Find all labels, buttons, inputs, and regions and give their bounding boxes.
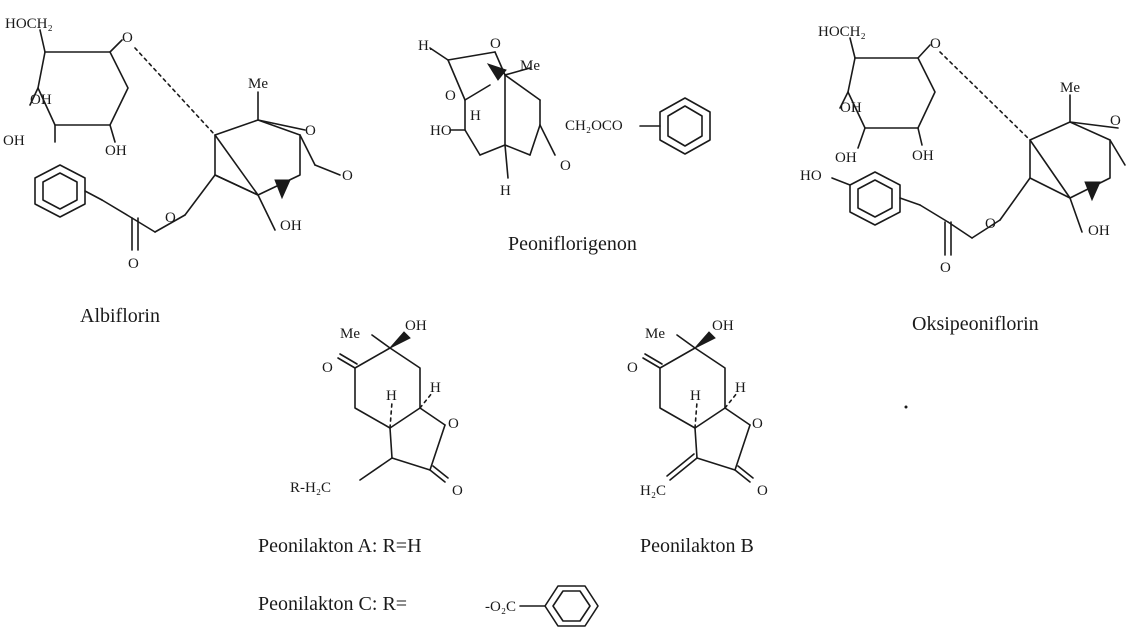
- albiflorin-oh-4: OH: [280, 218, 302, 234]
- peonilakton-a-oh: OH: [405, 318, 427, 334]
- peonilakton-b-ketone-o: O: [627, 360, 638, 376]
- oksipeoniflorin-structure: HOCH₂ O OH OH OH Me HO OH O O O: [800, 24, 1126, 276]
- peonilakton-b-ring-o: O: [752, 416, 763, 432]
- peoniflorigenon-structure: H. O Me O H HO CH₂OCO O H: [418, 36, 711, 199]
- peonilakton-b-h-1: H: [690, 388, 701, 404]
- albiflorin-ring-o: O: [122, 30, 133, 46]
- oksipeoniflorin-hoch2: HOCH₂: [818, 24, 866, 40]
- peonilakton-a-h-1: H: [386, 388, 397, 404]
- albiflorin-me: Me: [248, 76, 268, 92]
- peoniflorigenon-o-left: O: [445, 88, 456, 104]
- peonilakton-b-me: Me: [645, 326, 665, 342]
- oksipeoniflorin-oh-3: OH: [912, 148, 934, 164]
- caption-peonilakton-c: Peonilakton C: R=: [258, 593, 408, 615]
- peoniflorigenon-ch2oco: CH₂OCO: [565, 118, 623, 134]
- oksipeoniflorin-oh-2: OH: [835, 150, 857, 166]
- peonilakton-b-h2c: H₂C: [640, 483, 666, 499]
- peonilakton-a-structure: Me OH O H H O O R-H₂C: [290, 318, 463, 499]
- albiflorin-lactone-o: O: [305, 123, 316, 139]
- peoniflorigenon-o-top: O: [490, 36, 501, 52]
- caption-peonilakton-a: Peonilakton A: R=H: [258, 535, 422, 557]
- peonilakton-b-h-2: H: [735, 380, 746, 396]
- oksipeoniflorin-ester-o: O: [985, 216, 996, 232]
- caption-peonilakton-b: Peonilakton B: [640, 535, 754, 557]
- peonilakton-c-r-group: -O₂C: [485, 585, 599, 627]
- oksipeoniflorin-oh-1: OH: [840, 100, 862, 116]
- peonilakton-a-h-2: H: [430, 380, 441, 396]
- stray-dot: [904, 405, 908, 409]
- peonilakton-a-ring-o: O: [448, 416, 459, 432]
- albiflorin-ester-o: O: [165, 210, 176, 226]
- caption-peoniflorigenon: Peoniflorigenon: [508, 233, 637, 255]
- oksipeoniflorin-benzoyl-o: O: [940, 260, 951, 276]
- caption-oksipeoniflorin: Oksipeoniflorin: [912, 313, 1039, 335]
- peoniflorigenon-me: Me: [520, 58, 540, 74]
- albiflorin-benzoyl-o: O: [128, 256, 139, 272]
- peoniflorigenon-ho: HO: [430, 123, 452, 139]
- albiflorin-structure: HOCH₂ O OH OH OH Me O O OH O O: [3, 16, 353, 272]
- peonilakton-b-oh: OH: [712, 318, 734, 334]
- albiflorin-oh-2: OH: [3, 133, 25, 149]
- oksipeoniflorin-ring-o: O: [930, 36, 941, 52]
- albiflorin-oh-3: OH: [105, 143, 127, 159]
- oksipeoniflorin-me: Me: [1060, 80, 1080, 96]
- peoniflorigenon-h-mid: H: [470, 108, 481, 124]
- peonilakton-b-carbonyl-o: O: [757, 483, 768, 499]
- oksipeoniflorin-ho: HO: [800, 168, 822, 184]
- peonilakton-a-carbonyl-o: O: [452, 483, 463, 499]
- peonilakton-a-ketone-o: O: [322, 360, 333, 376]
- albiflorin-oh-1: OH: [30, 92, 52, 108]
- peonilakton-c-o2c: -O₂C: [485, 599, 516, 615]
- peonilakton-b-structure: Me OH O H H O O H₂C: [627, 318, 768, 499]
- caption-albiflorin: Albiflorin: [80, 305, 160, 327]
- albiflorin-carbonyl-o: O: [342, 168, 353, 184]
- oksipeoniflorin-oh-4: OH: [1088, 223, 1110, 239]
- oksipeoniflorin-lactone-o: O: [1110, 113, 1121, 129]
- peoniflorigenon-h-bottom: H: [500, 183, 511, 199]
- peonilakton-a-r-h2c: R-H₂C: [290, 480, 331, 496]
- peoniflorigenon-carbonyl-o: O: [560, 158, 571, 174]
- albiflorin-hoch2: HOCH₂: [5, 16, 53, 32]
- peoniflorigenon-h-top: H.: [418, 38, 433, 54]
- peonilakton-a-me: Me: [340, 326, 360, 342]
